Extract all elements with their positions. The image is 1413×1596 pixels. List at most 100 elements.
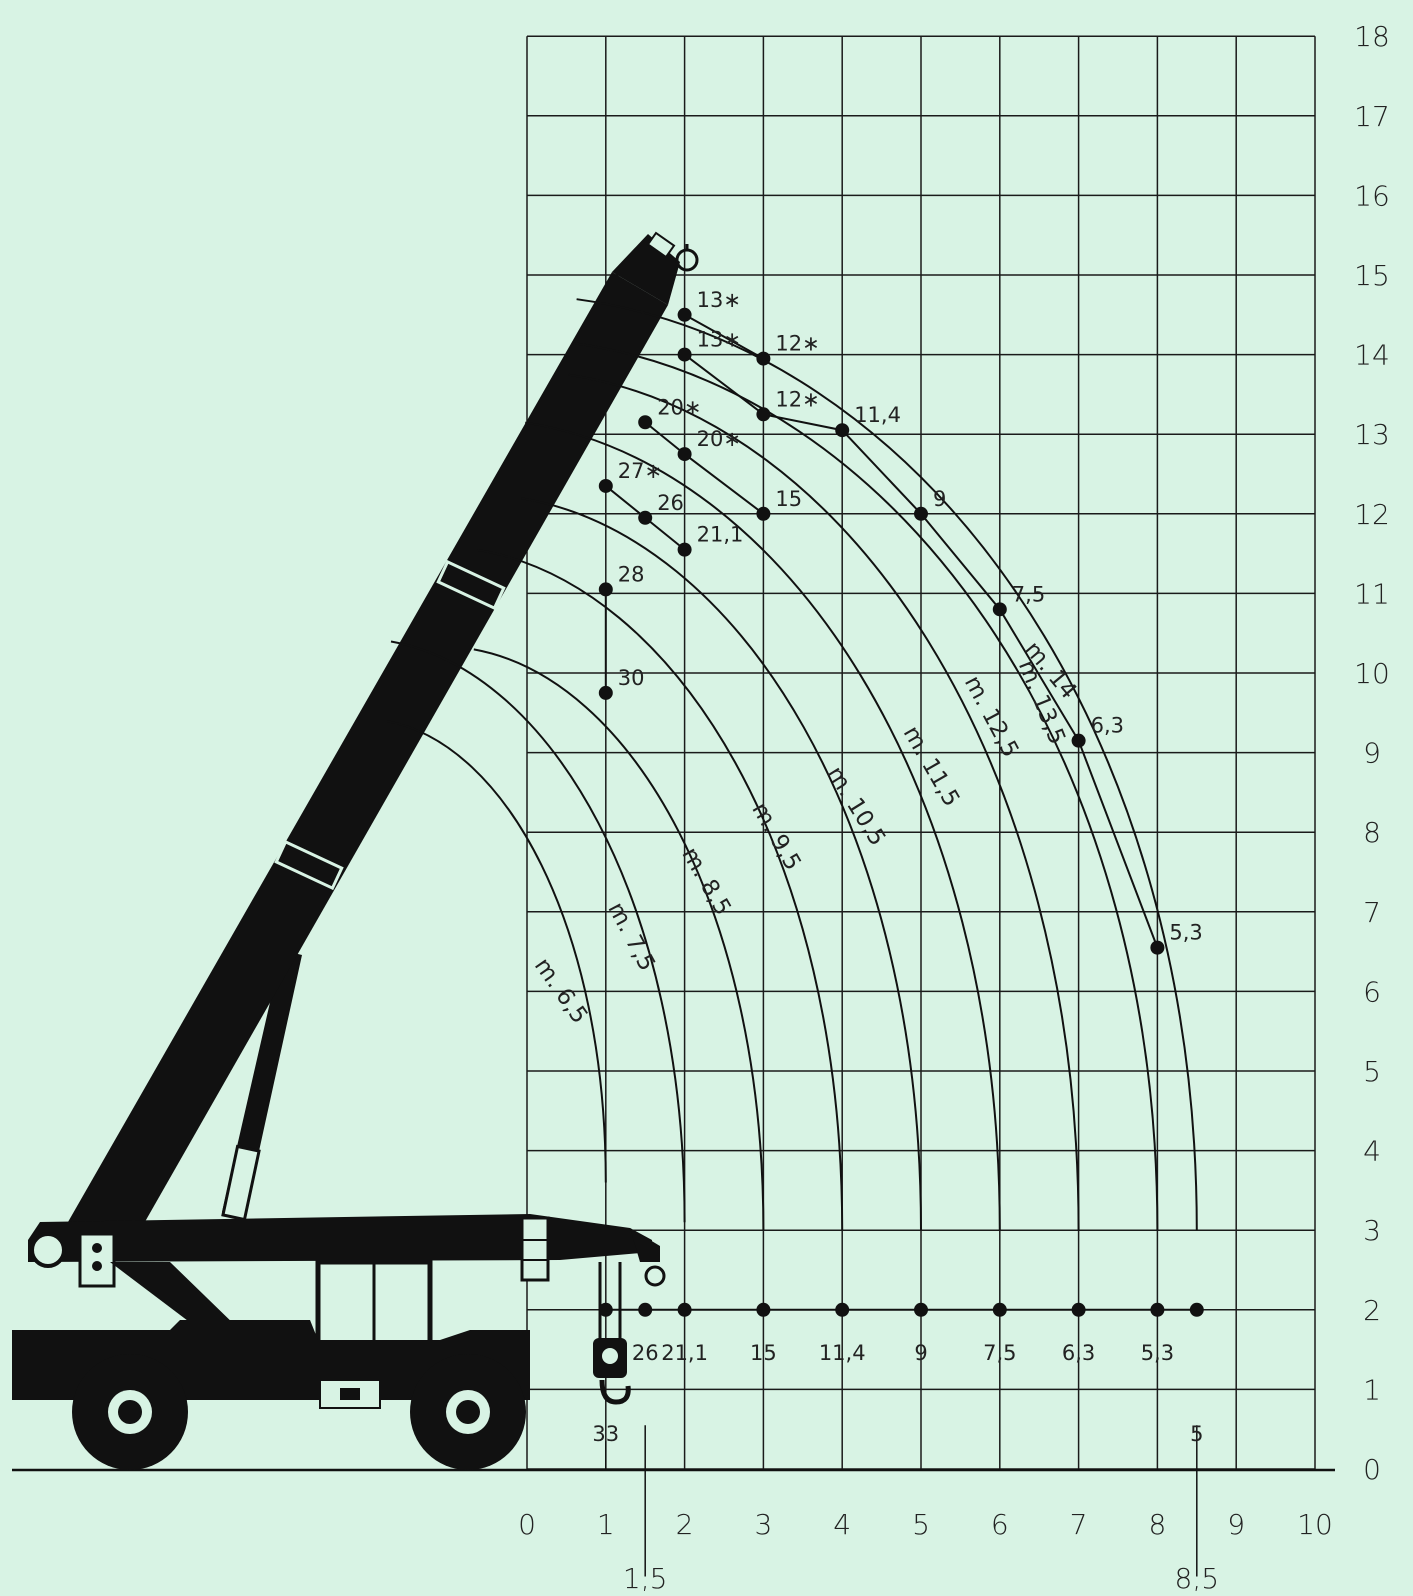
boom-arc-10,5 bbox=[521, 497, 922, 1231]
y-tick-label: 0 bbox=[1363, 1453, 1381, 1486]
y-tick-label: 16 bbox=[1354, 179, 1390, 212]
load-point bbox=[598, 478, 613, 493]
y-tick-label: 7 bbox=[1363, 896, 1381, 929]
pick-carry-point bbox=[1150, 1302, 1165, 1317]
x-tick-label: 0 bbox=[518, 1508, 536, 1541]
boom-arc-8,5 bbox=[473, 648, 765, 1231]
pick-carry-label: 21,1 bbox=[661, 1341, 708, 1365]
x-tick-label: 2 bbox=[676, 1508, 694, 1541]
x-tick-label: 4 bbox=[833, 1508, 851, 1541]
y-tick-label: 13 bbox=[1354, 418, 1390, 451]
y-tick-label: 11 bbox=[1354, 577, 1390, 610]
load-point bbox=[598, 685, 613, 700]
pick-carry-point bbox=[756, 1302, 771, 1317]
pick-carry-point bbox=[992, 1302, 1007, 1317]
y-tick-label: 1 bbox=[1363, 1373, 1381, 1406]
hook-block bbox=[593, 1262, 631, 1405]
load-point-label: 28 bbox=[618, 562, 645, 586]
load-point-label: 5,3 bbox=[1169, 921, 1202, 945]
rear-wheel bbox=[410, 1354, 526, 1470]
pick-carry-label: 26 bbox=[632, 1341, 659, 1365]
telescopic-boom bbox=[68, 272, 668, 1234]
pick-carry-label: 9 bbox=[914, 1341, 927, 1365]
boom-arc-12,5 bbox=[568, 373, 1080, 1231]
load-point-label: 11,4 bbox=[854, 403, 901, 427]
load-point-label: 9 bbox=[933, 487, 946, 511]
load-point bbox=[756, 407, 771, 422]
pick-carry-label: 5 bbox=[1190, 1422, 1203, 1446]
load-point-label: 13∗ bbox=[697, 328, 741, 352]
x-tick-label: 5 bbox=[912, 1508, 930, 1541]
pick-carry-point bbox=[598, 1302, 613, 1317]
y-tick-label: 8 bbox=[1363, 816, 1381, 849]
load-point-label: 27∗ bbox=[618, 459, 662, 483]
load-point-label: 20∗ bbox=[697, 427, 741, 451]
x-tick-label: 10 bbox=[1297, 1508, 1333, 1541]
load-point bbox=[638, 415, 653, 430]
load-point bbox=[677, 447, 692, 462]
pick-carry-label: 33 bbox=[592, 1422, 619, 1446]
base-boom bbox=[28, 1214, 652, 1262]
y-tick-label: 4 bbox=[1363, 1135, 1381, 1168]
load-point-label: 12∗ bbox=[775, 387, 819, 411]
y-tick-label: 12 bbox=[1354, 498, 1390, 531]
pick-carry-label: 7,5 bbox=[983, 1341, 1016, 1365]
pick-carry-label: 6,3 bbox=[1062, 1341, 1095, 1365]
pick-carry-label: 11,4 bbox=[819, 1341, 866, 1365]
x-tick-label: 8 bbox=[1148, 1508, 1166, 1541]
load-point-label: 12∗ bbox=[775, 332, 819, 356]
load-point-label: 6,3 bbox=[1091, 714, 1124, 738]
load-point bbox=[756, 506, 771, 521]
load-point-label: 21,1 bbox=[697, 523, 744, 547]
y-tick-label: 2 bbox=[1363, 1294, 1381, 1327]
load-point-label: 15 bbox=[775, 487, 802, 511]
y-tick-label: 6 bbox=[1363, 975, 1381, 1008]
load-point-label: 7,5 bbox=[1012, 582, 1045, 606]
x-tick-label: 9 bbox=[1227, 1508, 1245, 1541]
load-point bbox=[756, 351, 771, 366]
load-point bbox=[638, 510, 653, 525]
boom-arc-11,5 bbox=[525, 421, 1001, 1231]
y-tick-label: 17 bbox=[1354, 100, 1390, 133]
y-tick-label: 15 bbox=[1354, 259, 1390, 292]
boom-arc-7,5 bbox=[390, 640, 686, 1223]
pick-carry-point bbox=[835, 1302, 850, 1317]
pick-carry-point bbox=[677, 1302, 692, 1317]
load-point bbox=[598, 582, 613, 597]
load-point-label: 13∗ bbox=[697, 288, 741, 312]
load-point-label: 30 bbox=[618, 666, 645, 690]
boom-length-arcs bbox=[386, 298, 1198, 1231]
pick-carry-label: 15 bbox=[750, 1341, 777, 1365]
pick-carry-point bbox=[1189, 1302, 1204, 1317]
crane-illustration bbox=[12, 231, 699, 1470]
boom-arc-13,5 bbox=[572, 341, 1159, 1231]
boom-arc-6,5 bbox=[386, 720, 607, 1183]
y-tick-label: 18 bbox=[1354, 20, 1390, 53]
pick-carry-point bbox=[638, 1302, 653, 1317]
load-point bbox=[1150, 940, 1165, 955]
load-point bbox=[835, 423, 850, 438]
load-point bbox=[677, 347, 692, 362]
load-point bbox=[992, 602, 1007, 617]
load-point bbox=[677, 542, 692, 557]
load-point bbox=[677, 307, 692, 322]
y-tick-label: 9 bbox=[1363, 737, 1381, 770]
y-tick-label: 5 bbox=[1363, 1055, 1381, 1088]
front-wheel bbox=[72, 1354, 188, 1470]
y-tick-label: 10 bbox=[1354, 657, 1390, 690]
load-chain-0 bbox=[684, 313, 764, 360]
y-tick-label: 3 bbox=[1363, 1214, 1381, 1247]
x-tick-label: 1 bbox=[597, 1508, 615, 1541]
x-tick-label: 7 bbox=[1070, 1508, 1088, 1541]
load-point bbox=[914, 506, 928, 521]
pick-carry-point bbox=[914, 1302, 928, 1317]
pick-carry-point bbox=[1071, 1302, 1086, 1317]
x-subtick-label: 8,5 bbox=[1175, 1562, 1220, 1595]
boom-arc-14 bbox=[576, 298, 1198, 1231]
x-tick-label: 6 bbox=[991, 1508, 1009, 1541]
x-tick-label: 3 bbox=[754, 1508, 772, 1541]
load-point bbox=[1071, 733, 1086, 748]
